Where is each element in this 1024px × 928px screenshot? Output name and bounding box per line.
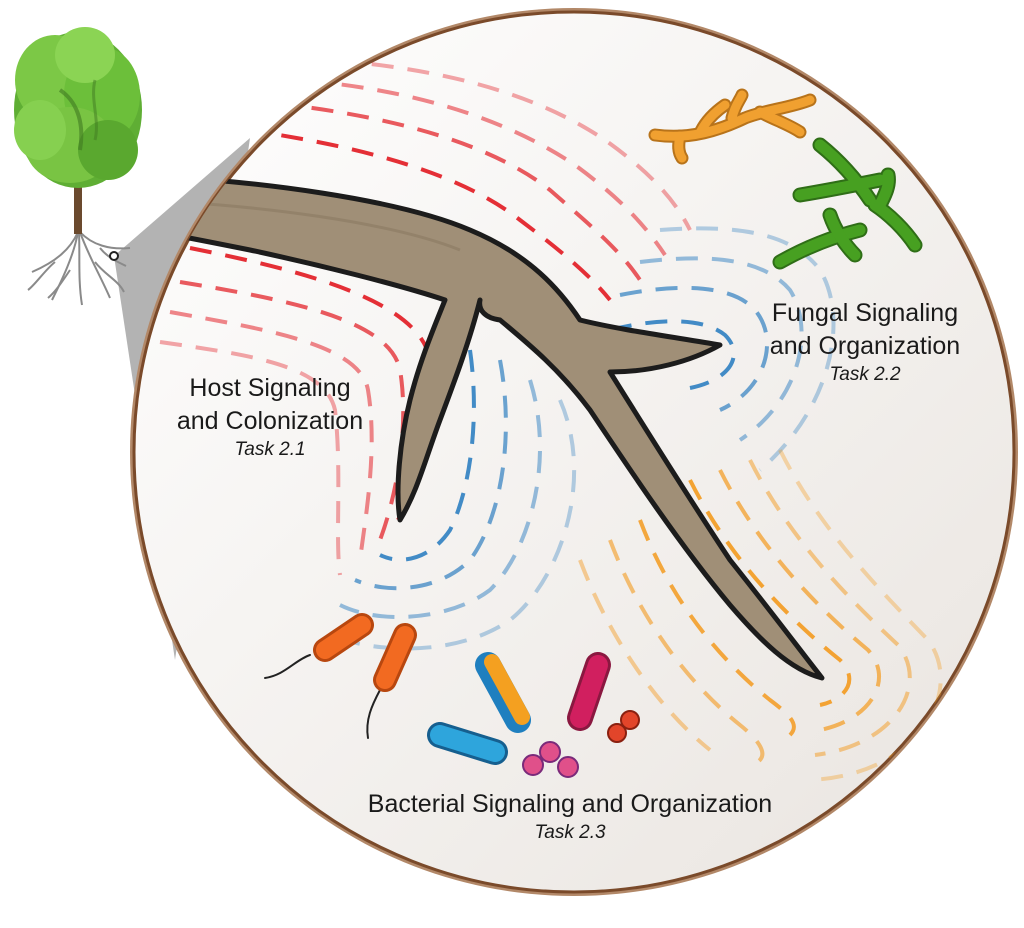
host-signaling-label: Host Signaling and Colonization Task 2.1 (150, 372, 390, 462)
zoom-point-icon (109, 251, 119, 261)
bacteria-icon (264, 613, 640, 778)
tree-foliage (14, 27, 142, 188)
cocci-cluster-pink (522, 741, 579, 778)
fungal-hyphae-icon (648, 88, 923, 270)
host-task-label: Task 2.1 (234, 439, 306, 460)
bacterial-task-label: Task 2.3 (534, 822, 606, 843)
tree-roots (27, 231, 131, 306)
fungal-signaling-label: Fungal Signaling and Organization Task 2… (740, 297, 990, 387)
bacterium-orange-1 (264, 613, 374, 679)
fungal-task-label: Task 2.2 (829, 364, 901, 385)
fungal-title-line1: Fungal Signaling (771, 299, 959, 327)
bacterial-signaling-label: Bacterial Signaling and Organization Tas… (320, 788, 820, 845)
bacterium-orange-2 (366, 623, 417, 739)
cocci-pair-red (607, 710, 640, 743)
bacterial-title: Bacterial Signaling and Organization (367, 790, 773, 818)
bacterium-magenta (567, 652, 611, 731)
tree-icon (14, 27, 142, 306)
host-title-line1: Host Signaling (189, 374, 351, 402)
host-title-line2: and Colonization (176, 407, 364, 435)
bacterium-split (475, 652, 531, 733)
tree-trunk (74, 160, 82, 234)
bacterium-blue (427, 722, 508, 765)
fungal-title-line2: and Organization (769, 332, 961, 360)
